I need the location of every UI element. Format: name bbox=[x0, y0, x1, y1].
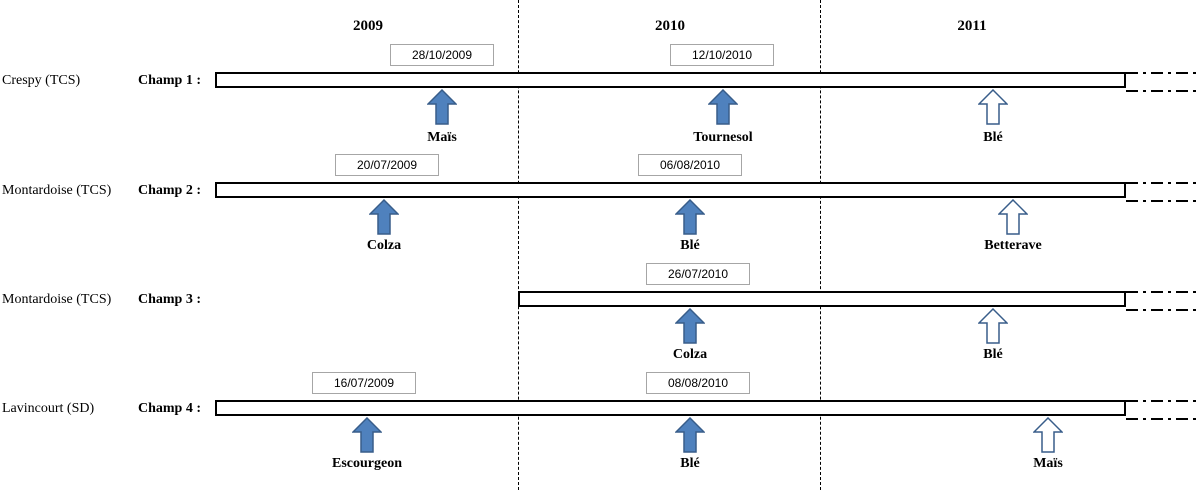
field-3-continuation bbox=[1126, 291, 1200, 311]
sown-arrow-icon bbox=[675, 308, 705, 344]
field-4-timeline-bar bbox=[215, 400, 1126, 416]
year-label-2011: 2011 bbox=[957, 18, 987, 34]
date-box-field-3-a: 26/07/2010 bbox=[646, 263, 750, 285]
date-box-field-2-b: 06/08/2010 bbox=[638, 154, 742, 176]
year-label-2010: 2010 bbox=[655, 18, 685, 34]
sown-arrow-icon bbox=[352, 417, 382, 453]
date-box-field-2-a: 20/07/2009 bbox=[335, 154, 439, 176]
planned-arrow-icon bbox=[998, 199, 1028, 235]
champ-label-field-3: Champ 3 : bbox=[138, 292, 202, 307]
crop-label-field-1-3: Blé bbox=[983, 130, 1003, 145]
sown-arrow-icon bbox=[369, 199, 399, 235]
crop-label-field-1-2: Tournesol bbox=[693, 130, 753, 145]
field-3-timeline-bar bbox=[518, 291, 1126, 307]
field-2-continuation bbox=[1126, 182, 1200, 202]
field-4-continuation bbox=[1126, 400, 1200, 420]
site-label-field-2: Montardoise (TCS) bbox=[2, 183, 112, 198]
champ-label-field-4: Champ 4 : bbox=[138, 401, 202, 416]
sown-arrow-icon bbox=[708, 89, 738, 125]
site-label-field-4: Lavincourt (SD) bbox=[2, 401, 95, 416]
planned-arrow-icon bbox=[978, 89, 1008, 125]
crop-label-field-3-1: Colza bbox=[672, 347, 708, 362]
sown-arrow-icon bbox=[675, 417, 705, 453]
site-label-field-1: Crespy (TCS) bbox=[2, 73, 81, 88]
crop-label-field-4-1: Escourgeon bbox=[332, 456, 402, 471]
crop-label-field-2-1: Colza bbox=[366, 238, 402, 253]
planned-arrow-icon bbox=[978, 308, 1008, 344]
sown-arrow-icon bbox=[675, 199, 705, 235]
crop-label-field-3-2: Blé bbox=[983, 347, 1003, 362]
crop-label-field-2-2: Blé bbox=[680, 238, 700, 253]
crop-label-field-2-3: Betterave bbox=[984, 238, 1042, 253]
field-1-continuation bbox=[1126, 72, 1200, 92]
champ-label-field-2: Champ 2 : bbox=[138, 183, 202, 198]
crop-label-field-4-3: Maïs bbox=[1033, 456, 1063, 471]
date-box-field-1-b: 12/10/2010 bbox=[670, 44, 774, 66]
date-box-field-4-b: 08/08/2010 bbox=[646, 372, 750, 394]
field-1-timeline-bar bbox=[215, 72, 1126, 88]
date-box-field-4-a: 16/07/2009 bbox=[312, 372, 416, 394]
champ-label-field-1: Champ 1 : bbox=[138, 73, 202, 88]
planned-arrow-icon bbox=[1033, 417, 1063, 453]
field-2-timeline-bar bbox=[215, 182, 1126, 198]
site-label-field-3: Montardoise (TCS) bbox=[2, 292, 112, 307]
year-separator-2010-2011 bbox=[820, 0, 821, 490]
crop-label-field-4-2: Blé bbox=[680, 456, 700, 471]
sown-arrow-icon bbox=[427, 89, 457, 125]
crop-label-field-1-1: Maïs bbox=[427, 130, 457, 145]
year-separator-2009-2010 bbox=[518, 0, 519, 490]
date-box-field-1-a: 28/10/2009 bbox=[390, 44, 494, 66]
year-label-2009: 2009 bbox=[353, 18, 383, 34]
